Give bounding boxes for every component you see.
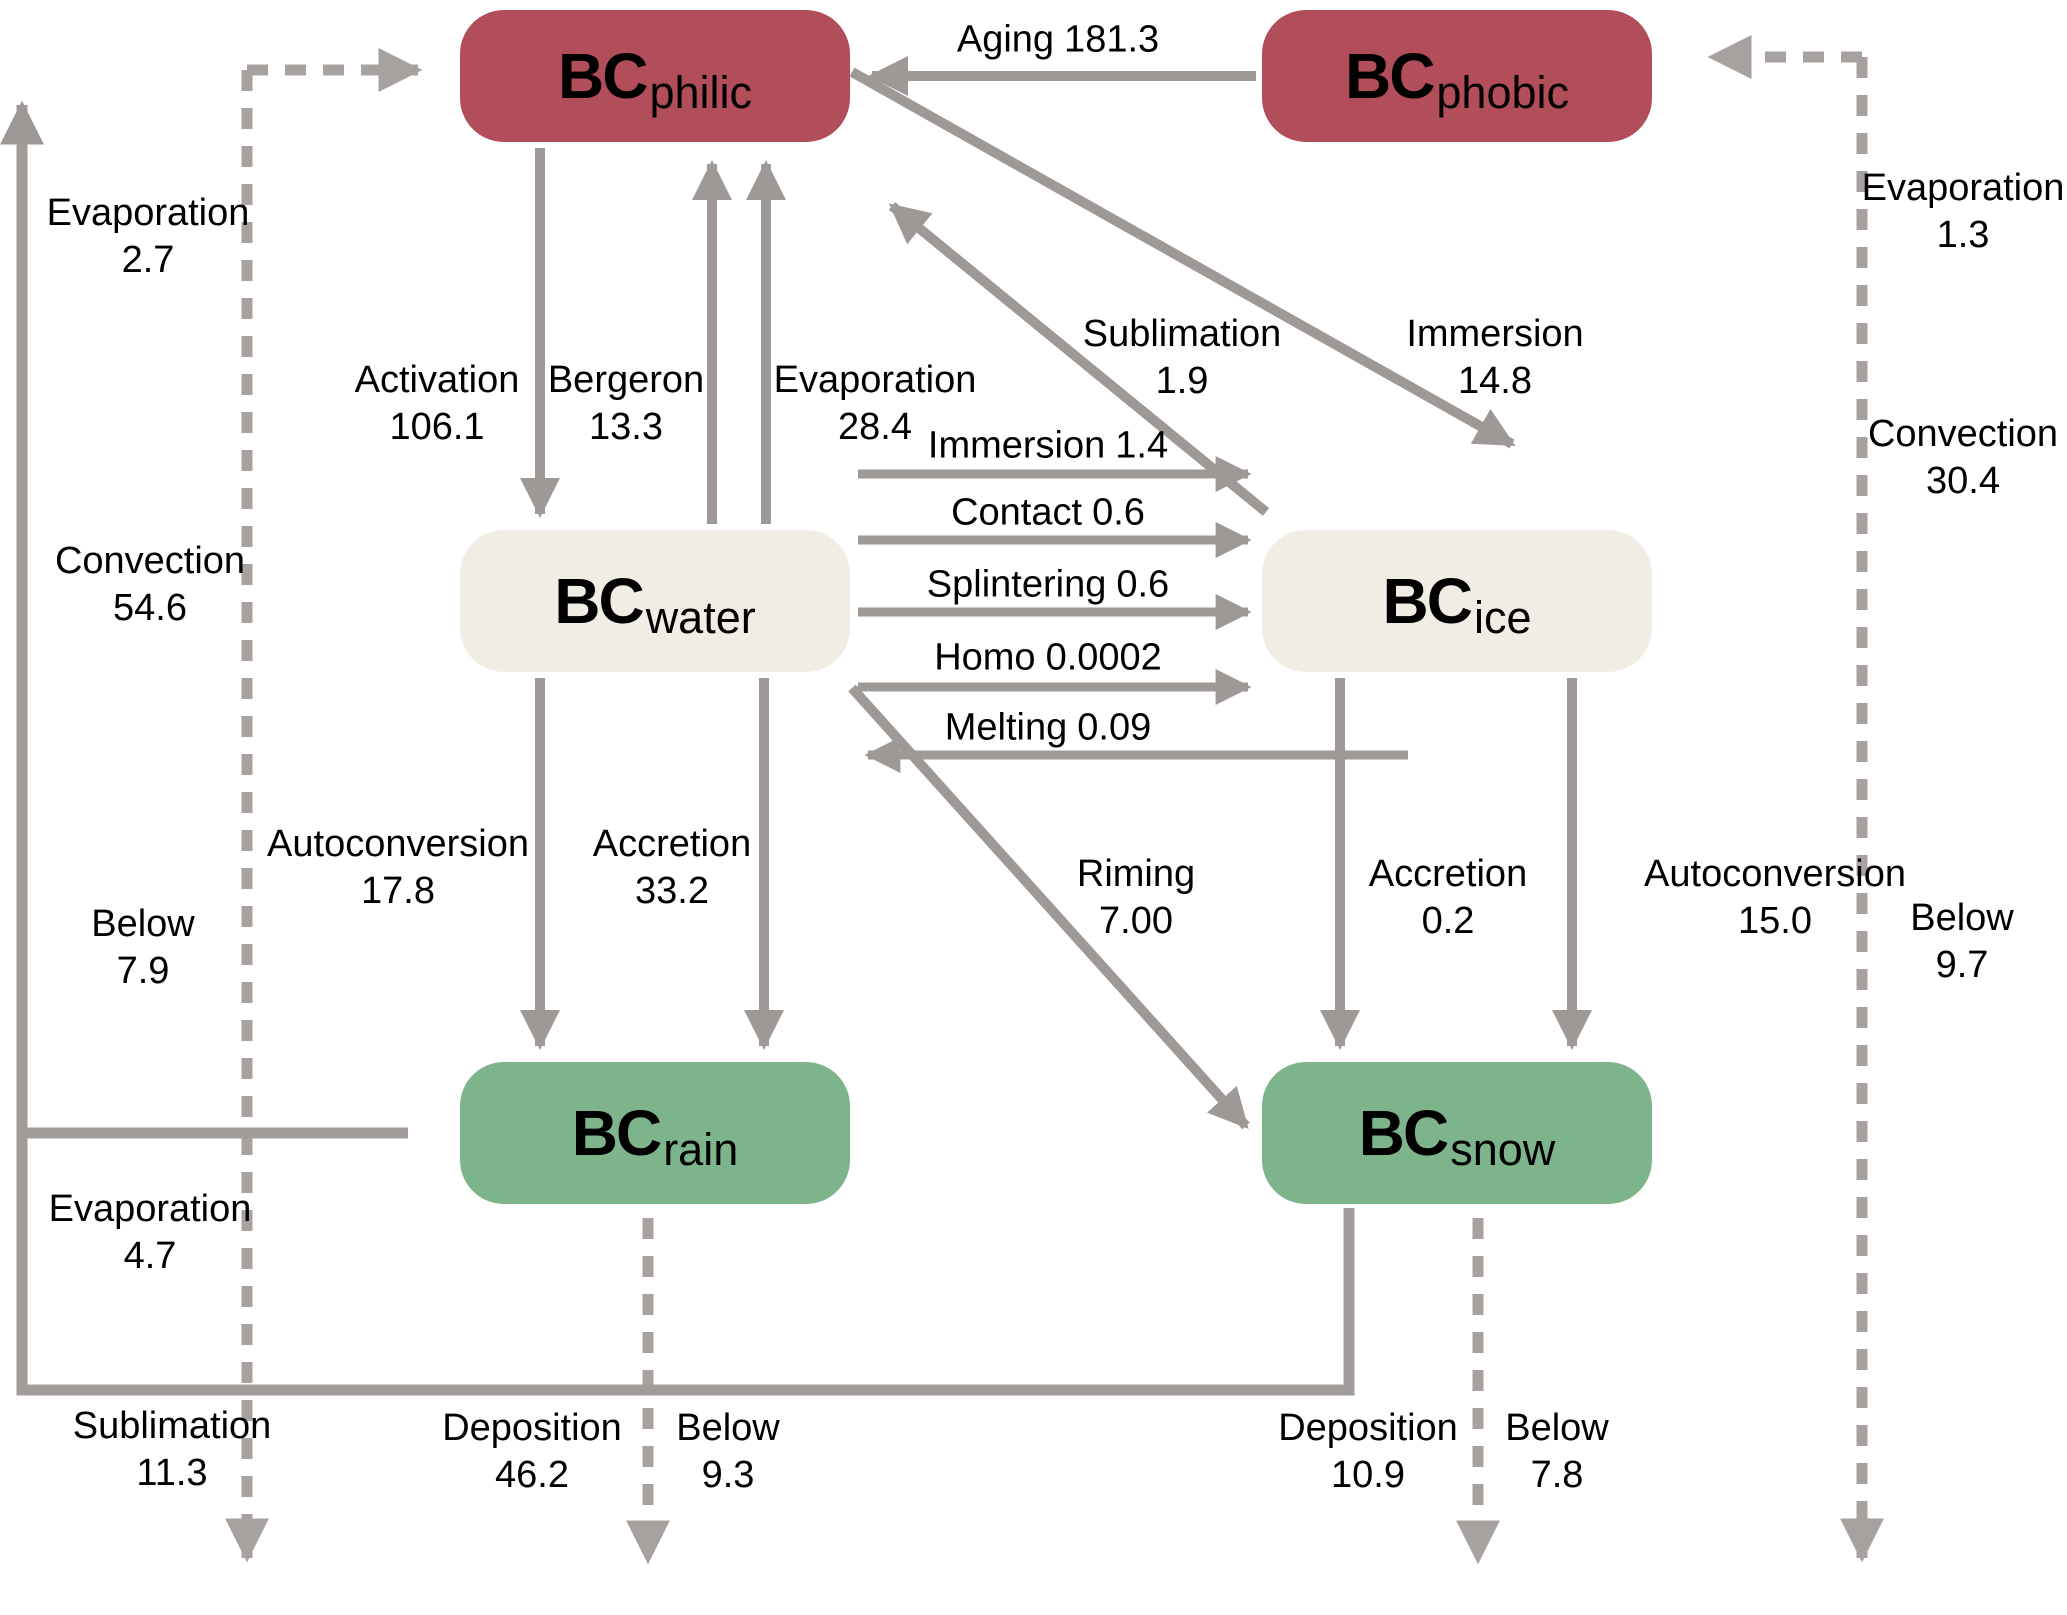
node-bc-ice-sub: ice [1473, 592, 1532, 643]
node-bc-philic-sub: philic [649, 67, 752, 118]
sublimation-ice-arrow [888, 202, 1270, 516]
node-bc-water-sub: water [645, 592, 756, 643]
node-bc-philic-main: BC [558, 40, 648, 112]
node-bc-phobic-main: BC [1344, 40, 1435, 112]
immersion-philic-arrow [849, 67, 1516, 449]
node-bc-water-main: BC [554, 565, 644, 637]
node-bc-snow-sub: snow [1450, 1124, 1556, 1175]
node-bc-rain-sub: rain [663, 1124, 739, 1175]
node-bc-ice-main: BC [1382, 565, 1473, 637]
snow-sublimation-trunk [0, 100, 1355, 1396]
riming-arrow [848, 684, 1250, 1130]
node-bc-snow-main: BC [1358, 1097, 1449, 1169]
node-bc-rain-main: BC [571, 1097, 662, 1169]
node-bc-phobic-sub: phobic [1436, 67, 1570, 118]
